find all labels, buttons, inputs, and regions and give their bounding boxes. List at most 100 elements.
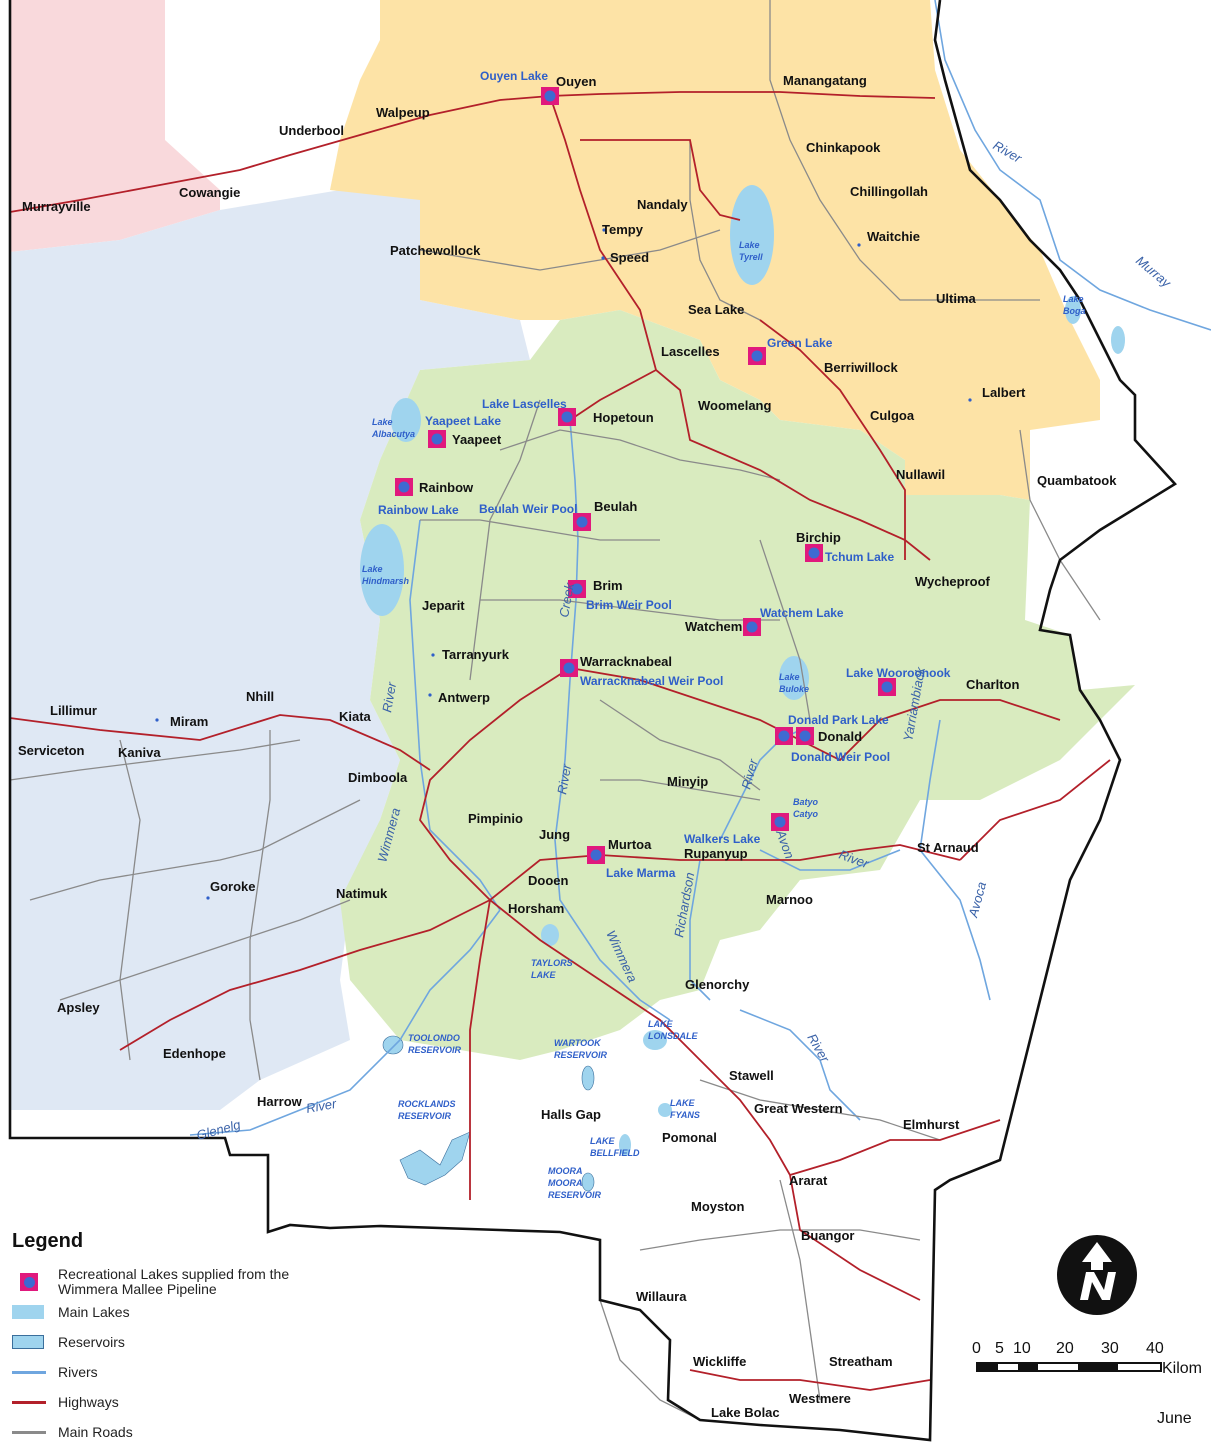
- town-label-chinkapook: Chinkapook: [806, 140, 881, 155]
- legend-item-recreational-lakes: Recreational Lakes supplied from the Wim…: [12, 1267, 342, 1297]
- town-label-ararat: Ararat: [789, 1173, 828, 1188]
- town-label-ouyen: Ouyen: [556, 74, 597, 89]
- town-label-tarranyurk: Tarranyurk: [442, 647, 510, 662]
- town-label-tempy: Tempy: [602, 222, 644, 237]
- town-label-serviceton: Serviceton: [18, 743, 85, 758]
- scale-bar-graphic: [976, 1362, 1162, 1372]
- town-label-cowangie: Cowangie: [179, 185, 240, 200]
- legend-item-main-roads: Main Roads: [12, 1417, 342, 1447]
- town-label-glenorchy: Glenorchy: [685, 977, 750, 992]
- legend: Legend Recreational Lakes supplied from …: [12, 1230, 342, 1447]
- town-label-st-arnaud: St Arnaud: [917, 840, 979, 855]
- scale-tick: 10: [1013, 1340, 1031, 1357]
- legend-label: Main Roads: [58, 1423, 133, 1440]
- lake-label-ouyen-lake: Ouyen Lake: [480, 69, 548, 83]
- town-label-streatham: Streatham: [829, 1354, 893, 1369]
- lake-fyans: [658, 1103, 672, 1117]
- town-label-culgoa: Culgoa: [870, 408, 915, 423]
- town-label-ultima: Ultima: [936, 291, 977, 306]
- recreational-lake-marker-icon: [558, 408, 576, 426]
- lake-label-lake-lascelles: Lake Lascelles: [482, 397, 567, 411]
- taylors-lake: [541, 924, 559, 946]
- town-label-moyston: Moyston: [691, 1199, 745, 1214]
- lake-label-beulah-weir-pool: Beulah Weir Pool: [479, 502, 577, 516]
- town-label-goroke: Goroke: [210, 879, 256, 894]
- town-label-nhill: Nhill: [246, 689, 274, 704]
- highway-line-icon: [12, 1400, 46, 1404]
- main-roads: [9, 0, 1101, 1421]
- legend-label: Rivers: [58, 1363, 98, 1380]
- legend-item-highways: Highways: [12, 1387, 342, 1417]
- lake-swatch-icon: [12, 1305, 44, 1319]
- town-label-great-western: Great Western: [754, 1101, 843, 1116]
- lake-albacutya: [391, 398, 421, 442]
- town-label-dooen: Dooen: [528, 873, 569, 888]
- recreational-lake-marker-icon: [805, 544, 823, 562]
- lake-label-rainbow-lake: Rainbow Lake: [378, 503, 459, 517]
- scale-unit: Kilom: [1162, 1360, 1203, 1377]
- town-label-kaniva: Kaniva: [118, 745, 161, 760]
- highways: [9, 91, 1111, 1391]
- town-label-minyip: Minyip: [667, 774, 708, 789]
- recreational-lake-markers: [395, 87, 896, 864]
- town-label-birchip: Birchip: [796, 530, 841, 545]
- lake-label-watchem-lake: Watchem Lake: [760, 606, 844, 620]
- town-label-walpeup: Walpeup: [376, 105, 430, 120]
- lake-label-warracknabeal-weir-pool: Warracknabeal Weir Pool: [580, 674, 723, 688]
- legend-item-reservoirs: Reservoirs: [12, 1327, 342, 1357]
- scale-tick: 20: [1056, 1340, 1074, 1357]
- nw-zone: [10, 0, 220, 252]
- recreational-lake-marker-icon: [541, 87, 559, 105]
- recreational-lake-marker-icon: [796, 727, 814, 745]
- moora-moora-reservoir: [581, 1172, 595, 1192]
- town-label-harrow: Harrow: [257, 1094, 303, 1109]
- town-label-marnoo: Marnoo: [766, 892, 813, 907]
- recreational-lake-marker-icon: [395, 478, 413, 496]
- town-label-quambatook: Quambatook: [1037, 473, 1117, 488]
- recreational-lake-marker-icon: [743, 618, 761, 636]
- recreational-lake-marker-icon: [878, 678, 896, 696]
- town-label-underbool: Underbool: [279, 123, 344, 138]
- lake-label-lake-wooroonook: Lake Wooroonook: [846, 666, 951, 680]
- lake-label-lake-marma: Lake Marma: [606, 866, 676, 880]
- town-label-buangor: Buangor: [801, 1228, 854, 1243]
- recreational-lake-marker-icon: [771, 813, 789, 831]
- town-label-murtoa: Murtoa: [608, 837, 652, 852]
- town-label-chillingollah: Chillingollah: [850, 184, 928, 199]
- town-label-murrayville: Murrayville: [22, 199, 91, 214]
- town-label-edenhope: Edenhope: [163, 1046, 226, 1061]
- recreational-lake-marker-icon: [20, 1273, 38, 1291]
- lake-label-green-lake: Green Lake: [767, 336, 833, 350]
- lake-lonsdale: [643, 1030, 667, 1050]
- lake-extra-east: [1111, 326, 1125, 354]
- central-zone: [340, 310, 1135, 1060]
- toolondo-reservoir: [382, 1035, 404, 1055]
- map-date: June: [1157, 1410, 1192, 1427]
- town-label-lascelles: Lascelles: [661, 344, 720, 359]
- town-label-woomelang: Woomelang: [698, 398, 771, 413]
- lake-hindmarsh: [360, 524, 404, 616]
- lake-label-yaapeet-lake: Yaapeet Lake: [425, 414, 501, 428]
- legend-title: Legend: [12, 1230, 84, 1252]
- river-line-icon: [12, 1370, 46, 1374]
- town-label-miram: Miram: [170, 714, 208, 729]
- town-label-watchem: Watchem: [685, 619, 742, 634]
- town-label-brim: Brim: [593, 578, 623, 593]
- wartook-reservoir: [581, 1065, 595, 1091]
- town-label-manangatang: Manangatang: [783, 73, 867, 88]
- town-label-patchewollock: Patchewollock: [390, 243, 481, 258]
- town-label-westmere: Westmere: [789, 1391, 851, 1406]
- town-label-yaapeet: Yaapeet: [452, 432, 502, 447]
- town-label-jung: Jung: [539, 827, 570, 842]
- scale-tick: 0: [972, 1340, 981, 1357]
- town-label-stawell: Stawell: [729, 1068, 774, 1083]
- lake-label-donald-park-lake: Donald Park Lake: [788, 713, 889, 727]
